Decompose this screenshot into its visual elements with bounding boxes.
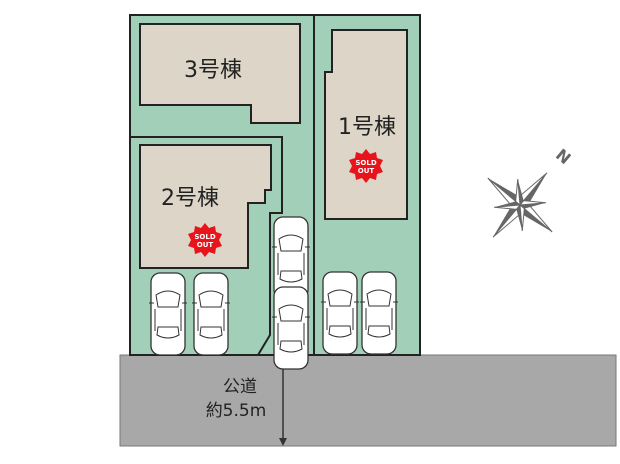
sold-out-badge-1: SOLD OUT	[349, 149, 383, 183]
parking-car	[359, 271, 399, 355]
building-1-label: 1号棟	[338, 115, 396, 140]
svg-text:SOLD: SOLD	[194, 233, 215, 241]
public-road	[119, 354, 617, 447]
svg-text:SOLD: SOLD	[355, 159, 376, 167]
svg-text:OUT: OUT	[197, 241, 214, 249]
building-3	[139, 23, 301, 124]
building-3-label: 3号棟	[184, 58, 242, 83]
compass-rose-icon	[487, 172, 553, 238]
building-1	[324, 29, 408, 220]
lot-2-boundary	[130, 136, 283, 356]
sold-out-badge-2: SOLD OUT	[188, 223, 222, 257]
parking-car	[320, 271, 360, 355]
road-width-label: 約5.5m	[206, 401, 267, 421]
north-label: N	[552, 145, 574, 168]
building-2	[139, 144, 272, 269]
parking-car	[148, 272, 188, 356]
road-type-label: 公道	[223, 377, 257, 397]
svg-text:OUT: OUT	[358, 167, 375, 175]
parking-car	[191, 272, 231, 356]
building-2-label: 2号棟	[161, 186, 219, 211]
parking-car	[271, 286, 311, 370]
